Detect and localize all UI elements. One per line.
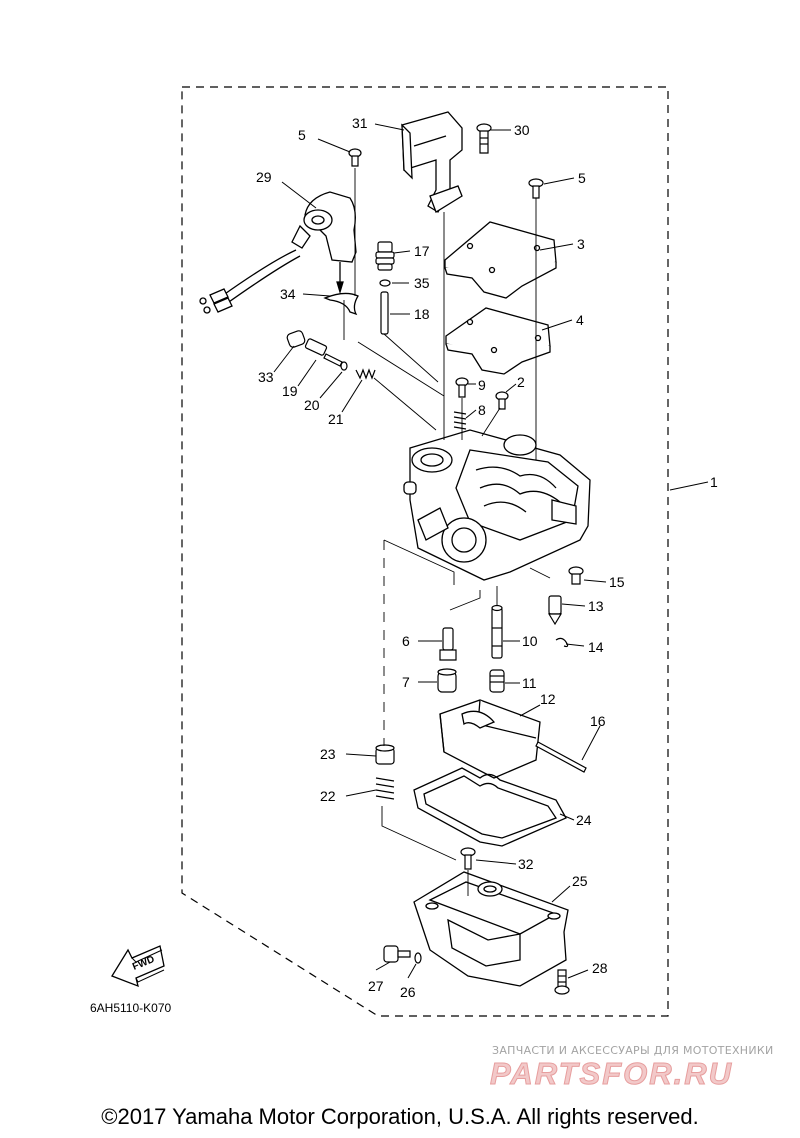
label-10: 10	[522, 633, 538, 649]
label-18: 18	[414, 306, 430, 322]
label-33: 33	[258, 369, 274, 385]
label-35: 35	[414, 275, 430, 291]
part-23-cap	[376, 745, 394, 764]
label-4: 4	[576, 312, 584, 328]
part-12-float	[440, 700, 540, 778]
label-11: 11	[522, 675, 537, 691]
label-20: 20	[304, 397, 320, 413]
label-34: 34	[280, 286, 296, 302]
part-17-jet	[376, 242, 394, 270]
part-24-gasket	[414, 768, 566, 846]
copyright-footer: ©2017 Yamaha Motor Corporation, U.S.A. A…	[101, 1104, 699, 1129]
label-9: 9	[478, 377, 486, 393]
label-1: 1	[710, 474, 718, 490]
part-26-o-ring	[415, 953, 421, 963]
part-19-pilot-screw	[305, 338, 342, 366]
label-5b: 5	[578, 170, 586, 186]
label-15: 15	[609, 574, 625, 590]
part-18-pin	[381, 292, 388, 334]
part-labels: 1 2 3 4 5 5 6 7 8 9 10 11 12 13 14 15 16…	[256, 115, 718, 1000]
label-23: 23	[320, 746, 336, 762]
label-26: 26	[400, 984, 416, 1000]
drawing-code: 6AH5110-K070	[90, 1001, 171, 1015]
label-16: 16	[590, 713, 606, 729]
part-30-screw	[477, 124, 491, 153]
svg-text:PARTSFOR.RU: PARTSFOR.RU	[490, 1058, 733, 1090]
watermark-logo: PARTSFOR.RU	[490, 1058, 733, 1090]
part-16-float-pin	[536, 742, 586, 772]
part-5-screw-top-right	[529, 179, 543, 198]
part-2-screw	[496, 392, 508, 409]
part-28-screw	[555, 970, 569, 994]
label-8: 8	[478, 402, 486, 418]
label-3: 3	[577, 236, 585, 252]
part-1-carburetor-body	[404, 430, 590, 580]
part-3-gasket	[445, 222, 556, 298]
part-22-spring	[376, 778, 394, 799]
part-27-drain-screw	[384, 946, 410, 962]
label-21: 21	[328, 411, 344, 427]
part-8-spring	[454, 412, 466, 429]
assembly-reference-lines	[344, 168, 550, 896]
label-5a: 5	[298, 127, 306, 143]
watermark-tagline: ЗАПЧАСТИ И АКСЕССУАРЫ ДЛЯ МОТОТЕХНИКИ	[492, 1044, 774, 1057]
label-25: 25	[572, 873, 588, 889]
label-13: 13	[588, 598, 604, 614]
assembly-boundary	[182, 87, 668, 1016]
label-24: 24	[576, 812, 592, 828]
part-9-screw	[456, 378, 468, 397]
part-11-main-jet	[490, 670, 504, 692]
part-10-emulsion-tube	[492, 606, 502, 659]
part-31-bracket	[402, 112, 462, 212]
part-33-cap	[286, 330, 306, 349]
part-21-spring	[356, 370, 375, 378]
fwd-arrow-icon: FWD	[112, 946, 164, 986]
part-14-clip	[556, 638, 568, 646]
part-5-screw-top-left	[349, 149, 361, 166]
label-22: 22	[320, 788, 336, 804]
part-34-clip	[325, 293, 358, 314]
part-32-screw	[461, 848, 475, 869]
label-19: 19	[282, 383, 298, 399]
label-30: 30	[514, 122, 530, 138]
label-32: 32	[518, 856, 534, 872]
part-20-o-ring	[341, 362, 347, 370]
label-28: 28	[592, 960, 608, 976]
label-31: 31	[352, 115, 368, 131]
part-4-gasket	[446, 308, 550, 374]
label-29: 29	[256, 169, 272, 185]
label-14: 14	[588, 639, 604, 655]
part-25-float-bowl	[414, 872, 568, 986]
part-6-main-nozzle	[440, 628, 456, 660]
label-27: 27	[368, 978, 384, 994]
label-2: 2	[517, 374, 525, 390]
label-7: 7	[402, 674, 410, 690]
leader-lines	[274, 124, 708, 978]
label-6: 6	[402, 633, 410, 649]
part-15-screw	[569, 567, 583, 584]
part-7-cap	[438, 669, 456, 692]
part-35-o-ring	[380, 280, 390, 286]
label-17: 17	[414, 243, 430, 259]
label-12: 12	[540, 691, 556, 707]
part-13-needle-valve	[549, 596, 561, 624]
